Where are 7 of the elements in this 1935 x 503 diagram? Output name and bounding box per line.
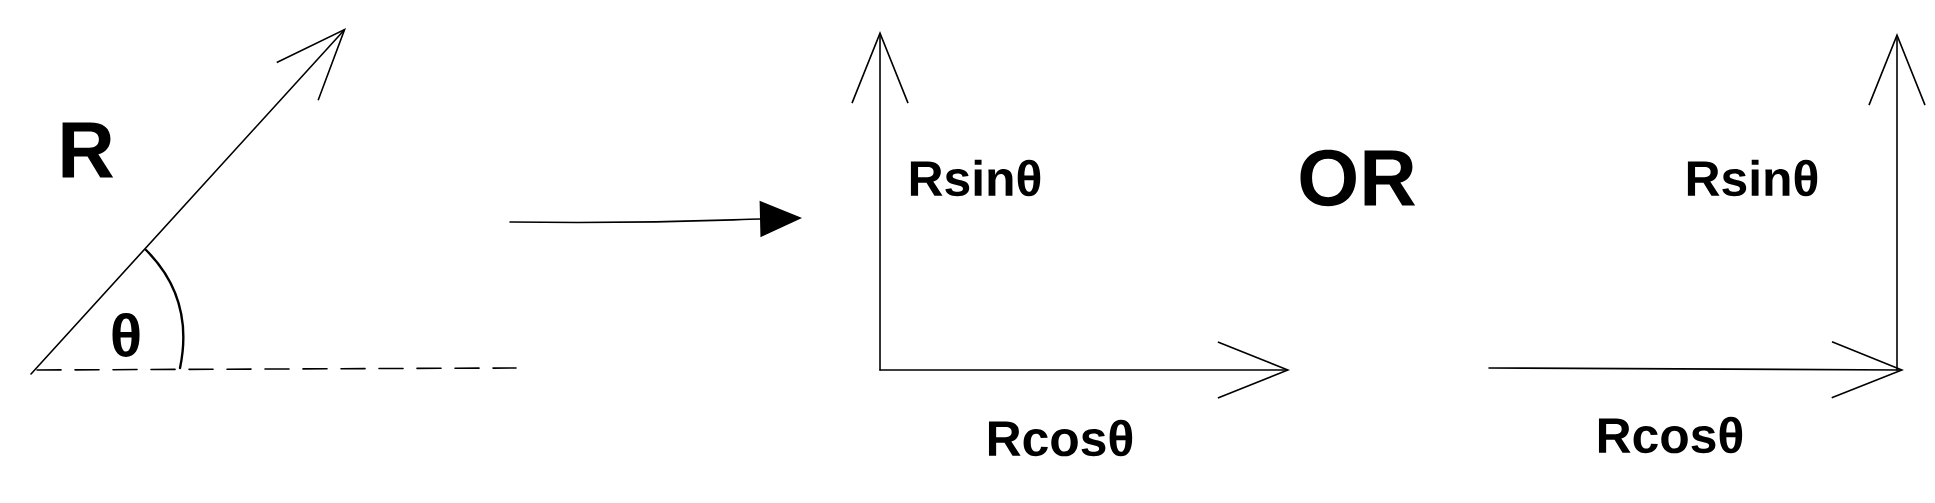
handwritten-label: Rsinθ (910, 159, 1041, 197)
handwritten-label: Rsinθ (1687, 159, 1818, 197)
handwritten-label: θ (112, 313, 140, 357)
handwritten-label: OR (1300, 149, 1416, 207)
handwritten-label: Rcosθ (988, 419, 1133, 457)
handwritten-label: R (62, 122, 114, 178)
handwritten-label: Rcosθ (1598, 416, 1743, 454)
